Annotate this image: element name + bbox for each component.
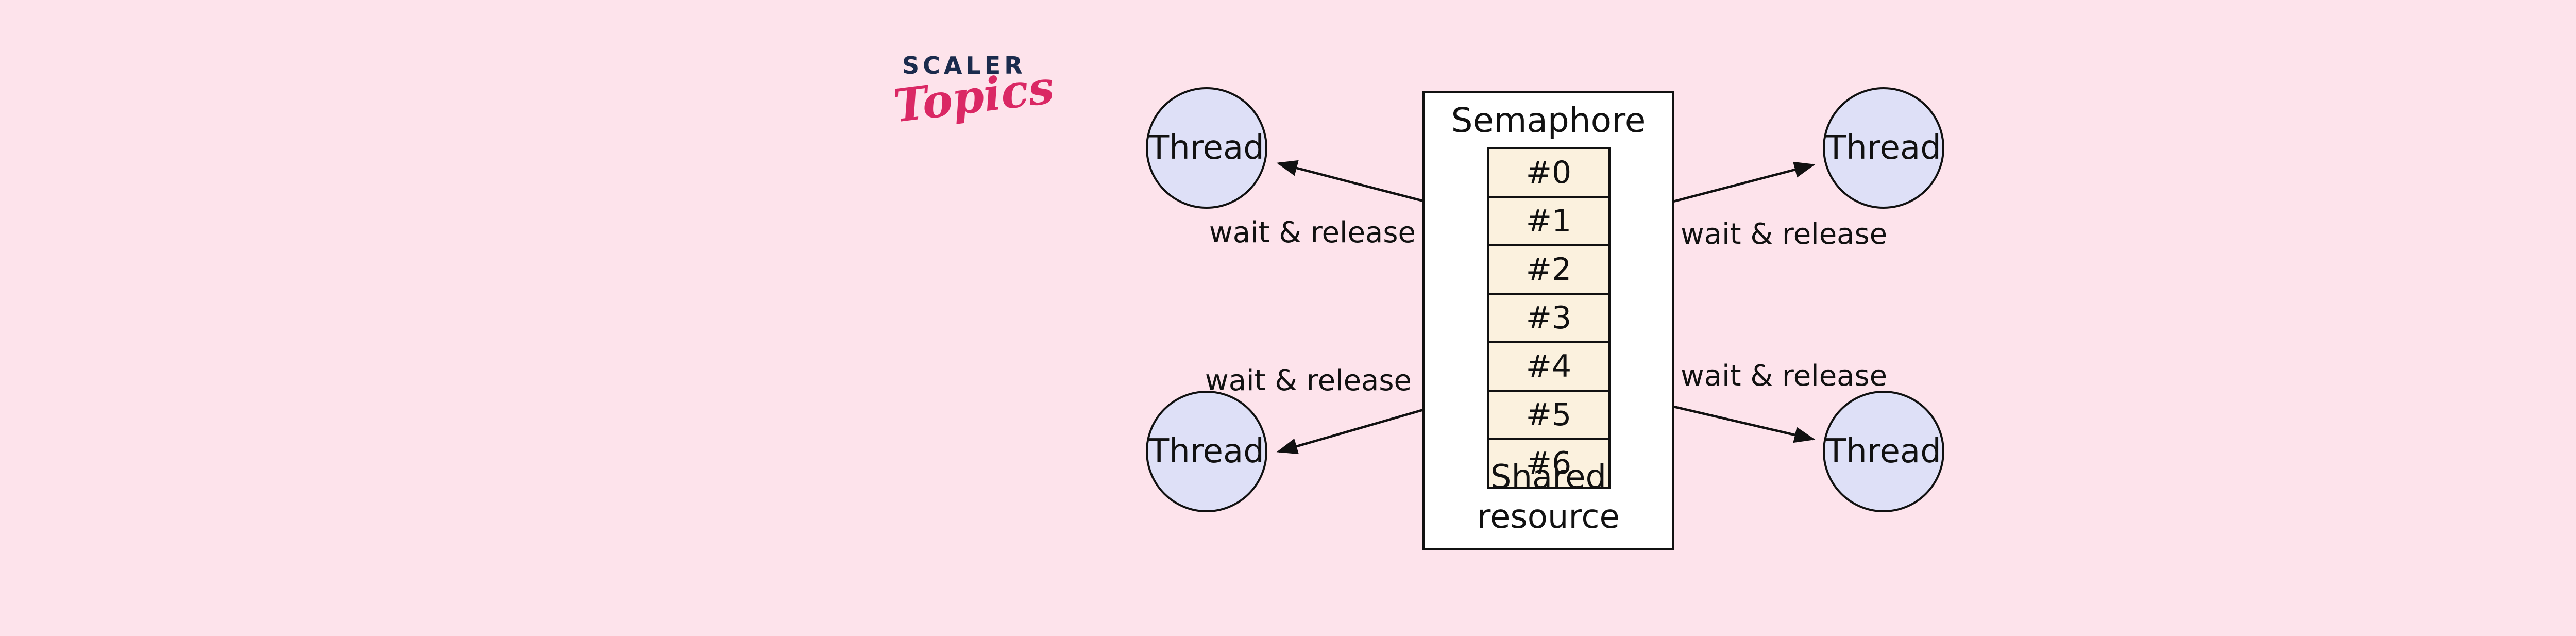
edge-label-bottom-left: wait & release bbox=[1205, 364, 1412, 397]
semaphore-slot: #0 bbox=[1526, 155, 1572, 191]
thread-node-top-left: Thread bbox=[1146, 87, 1267, 209]
semaphore-slot: #3 bbox=[1489, 293, 1608, 341]
semaphore-title: Semaphore bbox=[1451, 101, 1646, 140]
thread-label: Thread bbox=[1149, 432, 1264, 471]
edge-label-top-right: wait & release bbox=[1681, 217, 1888, 251]
semaphore-box: Semaphore #0 #1 #2 #3 #4 #5 #6 Shared re… bbox=[1422, 91, 1674, 550]
logo-brand-text: SCALER bbox=[902, 52, 1026, 79]
thread-label: Thread bbox=[1149, 129, 1264, 167]
semaphore-slot: #6 bbox=[1489, 438, 1608, 487]
semaphore-slot: #1 bbox=[1489, 196, 1608, 244]
semaphore-slot: #2 bbox=[1489, 244, 1608, 293]
scaler-topics-logo: SCALER Topics bbox=[891, 52, 1057, 136]
semaphore-slot: #5 bbox=[1489, 390, 1608, 438]
edge-label-bottom-right: wait & release bbox=[1681, 359, 1888, 393]
shared-resource-label: Shared resource bbox=[1477, 458, 1620, 537]
thread-label: Thread bbox=[1826, 129, 1941, 167]
thread-node-bottom-left: Thread bbox=[1146, 391, 1267, 512]
thread-label: Thread bbox=[1826, 432, 1941, 471]
edge-label-top-left: wait & release bbox=[1209, 216, 1416, 249]
thread-node-bottom-right: Thread bbox=[1823, 391, 1944, 512]
semaphore-slot-stack: #0 #1 #2 #3 #4 #5 #6 bbox=[1487, 147, 1611, 489]
thread-node-top-right: Thread bbox=[1823, 87, 1944, 209]
semaphore-slot: #4 bbox=[1489, 341, 1608, 390]
